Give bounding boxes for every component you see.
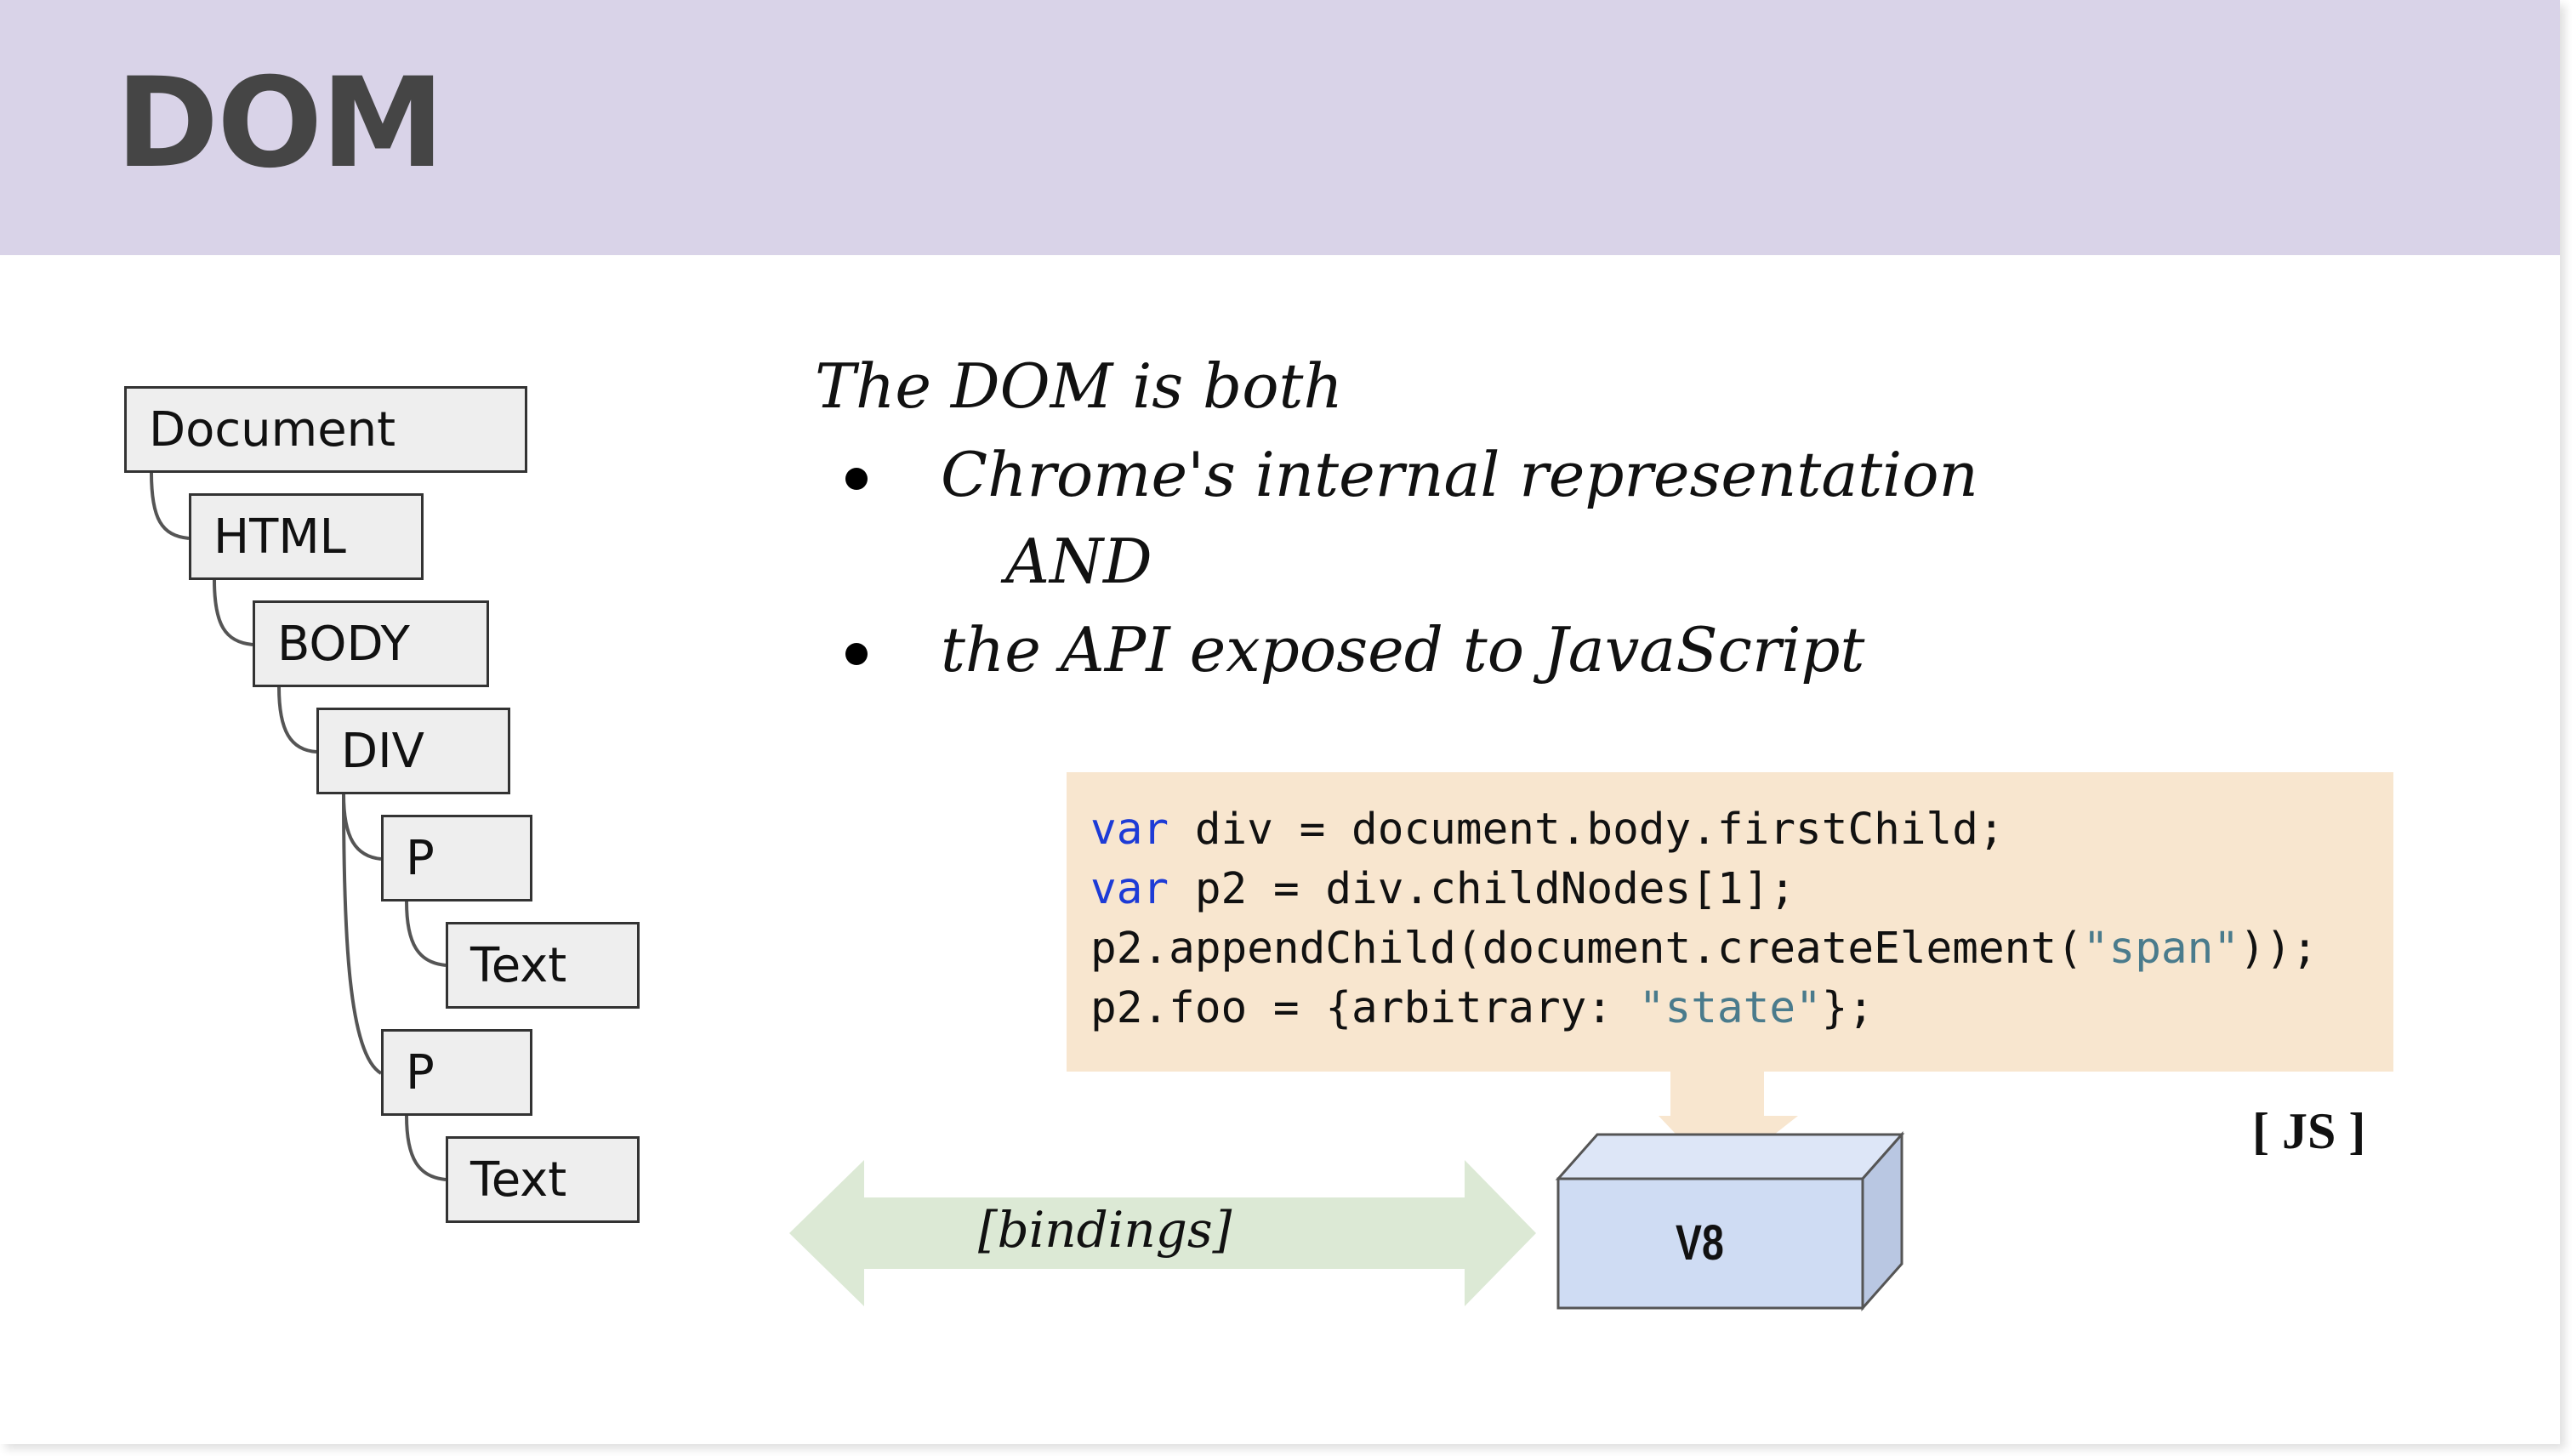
- code-text: ));: [2239, 924, 2319, 974]
- js-label: [ JS ]: [2252, 1103, 2366, 1159]
- code-string: "state": [1638, 983, 1822, 1033]
- code-keyword: var: [1090, 805, 1169, 855]
- code-text: p2.appendChild(document.createElement(: [1090, 924, 2083, 974]
- description-connector: AND: [1005, 526, 1152, 597]
- code-line-2: var p2 = div.childNodes[1];: [1090, 867, 1795, 911]
- code-string: "span": [2082, 924, 2240, 974]
- code-line-1: var div = document.body.firstChild;: [1090, 808, 2005, 851]
- code-text: p2.foo = {arbitrary:: [1090, 983, 1639, 1033]
- v8-label: V8: [1676, 1215, 1724, 1271]
- code-keyword: var: [1090, 864, 1169, 914]
- tree-node-text1: Text: [446, 922, 640, 1009]
- slide-header: DOM: [0, 0, 2560, 255]
- code-text: };: [1821, 983, 1875, 1033]
- tree-node-div: DIV: [316, 708, 510, 794]
- bindings-label: [bindings]: [978, 1201, 1232, 1259]
- bullet-marker-2: [845, 643, 868, 665]
- bullet-marker-1: [845, 468, 868, 490]
- tree-node-html: HTML: [189, 493, 424, 580]
- code-snippet: var div = document.body.firstChild; var …: [1067, 772, 2393, 1072]
- bindings-arrow: [789, 1160, 1536, 1306]
- description-bullet-2: the API exposed to JavaScript: [941, 614, 1865, 685]
- description-bullet-1: Chrome's internal representation: [941, 439, 1978, 510]
- tree-node-text2: Text: [446, 1136, 640, 1223]
- tree-node-document: Document: [124, 386, 527, 473]
- code-line-4: p2.foo = {arbitrary: "state"};: [1090, 987, 1874, 1030]
- tree-node-p1: P: [381, 815, 532, 901]
- slide-title: DOM: [116, 51, 445, 196]
- tree-node-body: BODY: [253, 600, 489, 687]
- code-line-3: p2.appendChild(document.createElement("s…: [1090, 927, 2318, 970]
- tree-node-p2: P: [381, 1029, 532, 1116]
- description-intro: The DOM is both: [815, 350, 1343, 422]
- code-text: p2 = div.childNodes[1];: [1169, 864, 1796, 914]
- tree-connectors: [150, 472, 447, 1181]
- code-text: div = document.body.firstChild;: [1169, 805, 2005, 855]
- v8-cube: [1555, 1131, 1905, 1311]
